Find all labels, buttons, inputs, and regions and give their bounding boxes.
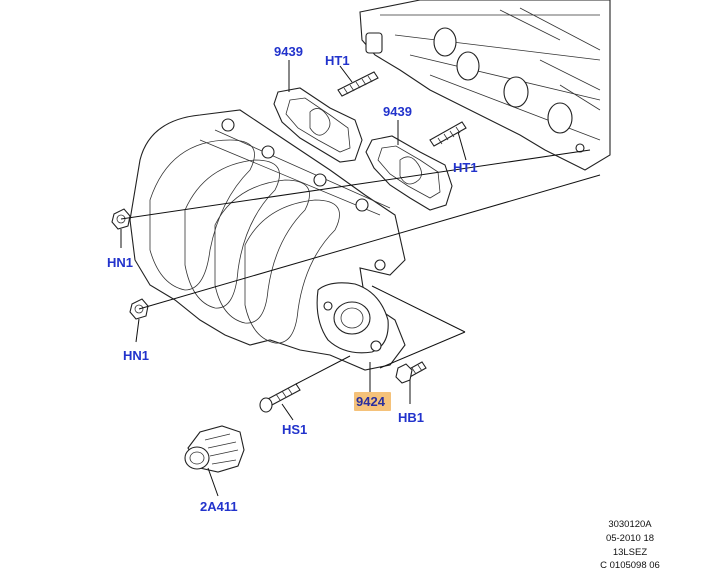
coupling-illustration: [184, 425, 245, 473]
gasket-b-illustration: [365, 135, 453, 211]
stud-b-illustration: [429, 121, 467, 147]
bolt-right-illustration: [395, 361, 427, 384]
callout-ht1-b: HT1: [453, 160, 478, 175]
callout-hs1: HS1: [282, 422, 307, 437]
callout-hn1-upper: HN1: [107, 255, 133, 270]
cylinder-head-illustration: [359, 0, 611, 171]
footer-line-1: 3030120A: [608, 519, 652, 530]
callout-highlight: [354, 392, 391, 411]
callout-hn1-lower: HN1: [123, 348, 149, 363]
callout-hb1: HB1: [398, 410, 424, 425]
gasket-a-illustration: [273, 87, 363, 163]
callout-9439-a: 9439: [274, 44, 303, 59]
footer-line-2: 05-2010 18: [605, 533, 655, 544]
callout-2a411: 2A411: [200, 499, 238, 514]
callout-ht1-a: HT1: [325, 53, 350, 68]
callout-9439-b: 9439: [383, 104, 412, 119]
bolt-left-illustration: [259, 383, 301, 413]
stud-a-illustration: [337, 71, 379, 97]
footer-line-3: 13LSEZ: [612, 547, 648, 558]
callout-9424: 9424: [356, 394, 386, 409]
intake-manifold-illustration: [129, 109, 406, 371]
leader-lines: [120, 60, 601, 497]
